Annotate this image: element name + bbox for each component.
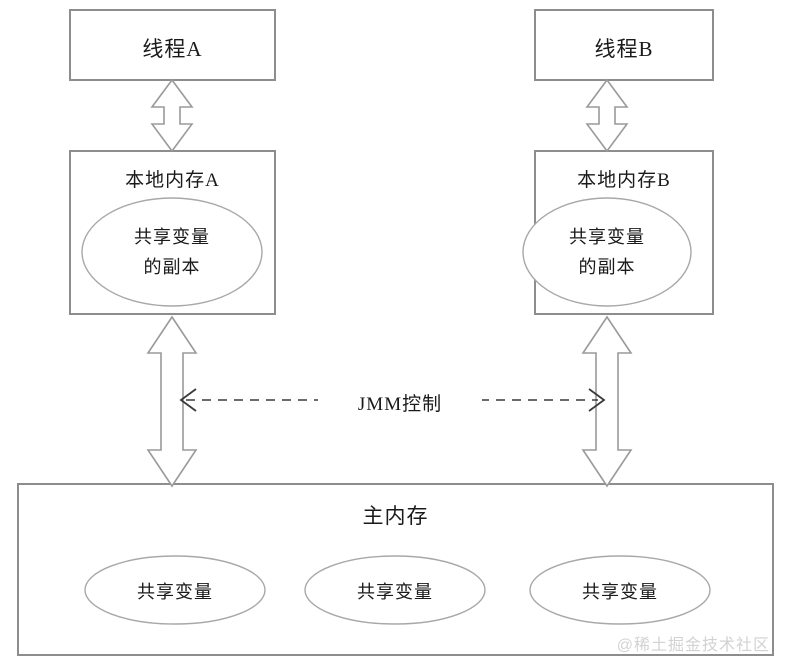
arrow-local-memory-a-main-memory	[146, 315, 198, 488]
local-memory-a-copy-ellipse	[81, 197, 263, 307]
thread-b-box	[534, 9, 714, 81]
local-memory-b-label: 本地内存B	[577, 170, 671, 191]
local-memory-a-copy-line2: 的副本	[143, 257, 201, 277]
main-memory-label: 主内存	[362, 504, 429, 528]
shared-variable-ellipse-2	[304, 555, 486, 625]
shared-variable-ellipse-3	[529, 555, 711, 625]
arrow-thread-b-local-memory-b	[585, 78, 629, 153]
local-memory-b-copy-line2: 的副本	[578, 257, 636, 277]
local-memory-b-copy-line1: 共享变量	[569, 227, 645, 247]
local-memory-a-copy-line1: 共享变量	[134, 227, 210, 247]
arrow-local-memory-b-main-memory	[581, 315, 633, 488]
local-memory-a-label: 本地内存A	[125, 170, 220, 191]
jmm-control-arrowhead-left	[179, 388, 197, 412]
jmm-control-arrowhead-right	[588, 388, 606, 412]
watermark-label: @稀土掘金技术社区	[616, 637, 770, 654]
local-memory-b-copy-ellipse	[522, 197, 692, 307]
shared-variable-label-2: 共享变量	[357, 582, 433, 602]
shared-variable-label-3: 共享变量	[582, 582, 658, 602]
shared-variable-ellipse-1	[84, 555, 266, 625]
arrow-thread-a-local-memory-a	[150, 78, 194, 153]
jmm-control-label: JMM控制	[318, 389, 482, 416]
thread-a-label: 线程A	[142, 37, 203, 61]
thread-a-box	[69, 9, 276, 81]
thread-b-label: 线程B	[594, 37, 654, 61]
shared-variable-label-1: 共享变量	[137, 582, 213, 602]
